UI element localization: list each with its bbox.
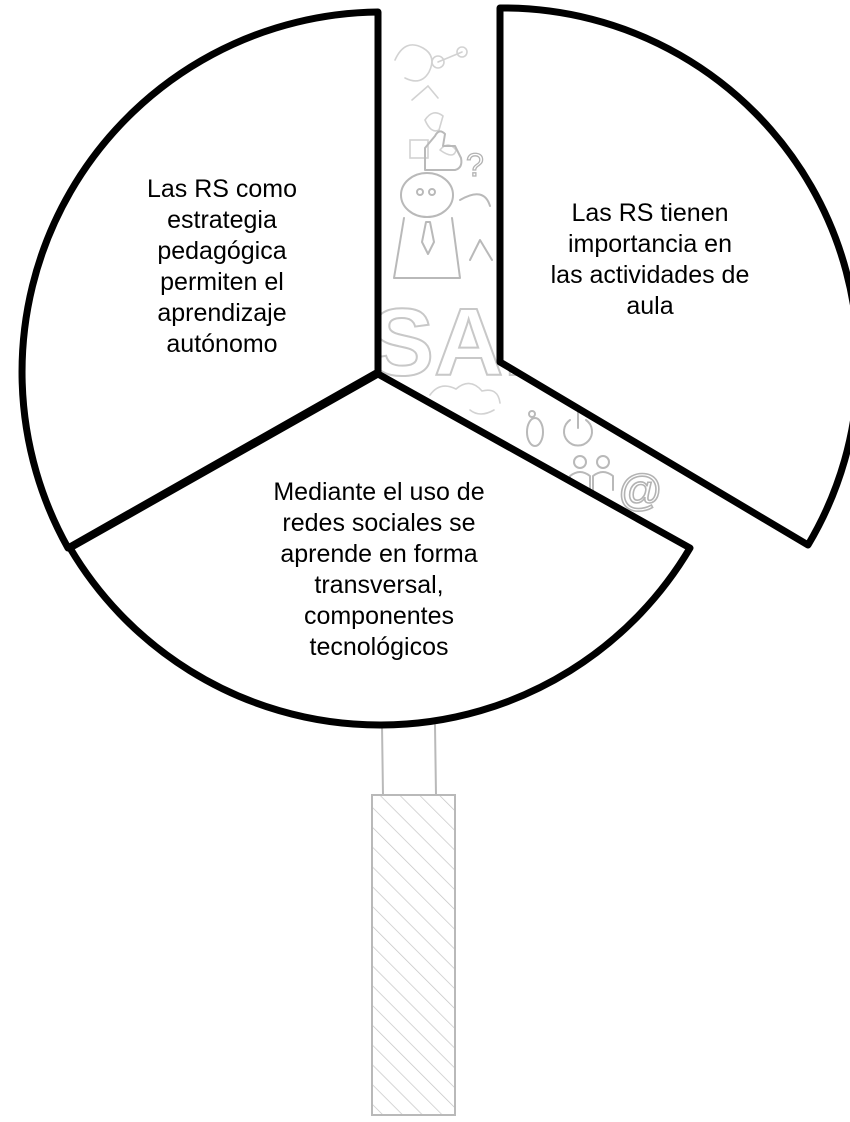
segment-right-label: Las RS tienen importancia en las activid…	[551, 199, 750, 320]
power-icon	[563, 409, 593, 447]
label-line: las actividades de	[551, 261, 750, 289]
segment-right	[496, 4, 850, 549]
label-line: componentes	[304, 602, 454, 630]
segment-left-label: Las RS como estrategia pedagógica permit…	[147, 175, 297, 358]
segment-bottom-label: Mediante el uso de redes sociales se apr…	[273, 478, 484, 661]
segments	[18, 4, 850, 729]
label-line: transversal,	[314, 571, 443, 599]
segment-left	[18, 8, 382, 552]
label-line: Las RS como	[147, 175, 297, 203]
label-line: importancia en	[568, 230, 732, 258]
question-mark-glyph: ?	[466, 147, 484, 183]
label-line: autónomo	[166, 330, 277, 358]
label-line: Las RS tienen	[571, 199, 728, 227]
label-line: Mediante el uso de	[273, 478, 484, 506]
label-line: pedagógica	[157, 237, 286, 265]
magnifier-handle	[371, 724, 456, 1116]
at-sign-glyph: @	[618, 466, 663, 515]
label-line: aprende en forma	[280, 540, 477, 568]
label-line: permiten el	[160, 268, 284, 296]
cartoon-person-icon	[393, 172, 493, 279]
label-line: aprendizaje	[157, 299, 286, 327]
label-line: estrategia	[167, 206, 277, 234]
label-line: aula	[626, 292, 673, 320]
people-group-icon	[569, 455, 614, 491]
label-line: redes sociales se	[282, 509, 475, 537]
thumbs-up-icon	[424, 130, 463, 171]
label-line: tecnológicos	[310, 633, 449, 661]
handle-grip	[371, 794, 456, 1116]
footprint-icon	[526, 410, 544, 447]
cloud-doodle-icon	[429, 382, 501, 415]
segment-bottom	[66, 370, 694, 729]
